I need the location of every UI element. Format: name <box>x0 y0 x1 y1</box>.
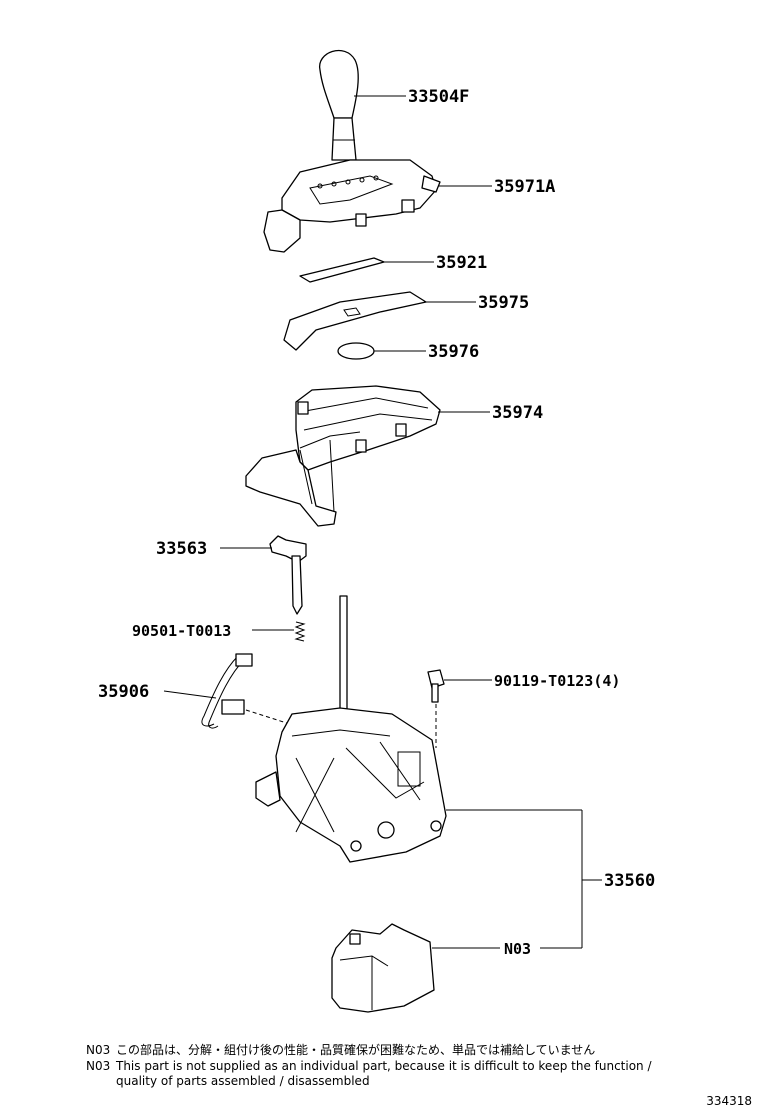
note-japanese: N03 この部品は、分解・組付け後の性能・品質確保が困難なため、単品では補給してい… <box>86 1043 595 1057</box>
part-label-35974: 35974 <box>492 403 543 423</box>
part-label-35976: 35976 <box>428 342 479 362</box>
note-english: N03 This part is not supplied as an indiv… <box>86 1059 652 1073</box>
leader-35906 <box>163 690 217 699</box>
part-label-N03: N03 <box>504 940 531 958</box>
plate-35921-drawing <box>299 257 385 283</box>
part-label-33504F: 33504F <box>408 87 469 107</box>
note-text-en: This part is not supplied as an individu… <box>116 1059 652 1073</box>
shift-knob-drawing <box>319 49 359 161</box>
bracket-N03-drawing <box>331 923 435 1013</box>
part-label-35975: 35975 <box>478 293 529 313</box>
spring-90501-drawing <box>294 621 306 642</box>
slide-plate-35975-drawing <box>283 291 427 351</box>
note-english-cont: quality of parts assembled / disassemble… <box>86 1074 370 1088</box>
pin-33563-drawing <box>269 535 307 615</box>
part-label-33560: 33560 <box>604 871 655 891</box>
disc-35976-drawing <box>337 342 375 360</box>
note-code: N03 <box>86 1043 111 1057</box>
harness-35906-drawing <box>201 653 253 729</box>
part-label-90119-T0123: 90119-T0123(4) <box>494 672 620 690</box>
indicator-base-35974-drawing <box>245 385 441 527</box>
figure-number: 334318 <box>706 1094 752 1108</box>
note-code: N03 <box>86 1059 111 1073</box>
bolt-90119-drawing <box>427 669 445 703</box>
part-label-35921: 35921 <box>436 253 487 273</box>
part-label-33563: 33563 <box>156 539 207 559</box>
shift-lever-assembly-drawing <box>255 595 447 863</box>
part-label-35971A: 35971A <box>494 177 555 197</box>
part-label-90501-T0013: 90501-T0013 <box>132 622 231 640</box>
indicator-housing-drawing <box>263 159 441 253</box>
note-text-en-cont: quality of parts assembled / disassemble… <box>116 1074 370 1088</box>
note-text-jp: この部品は、分解・組付け後の性能・品質確保が困難なため、単品では補給していません <box>116 1043 596 1057</box>
part-label-35906: 35906 <box>98 682 149 702</box>
